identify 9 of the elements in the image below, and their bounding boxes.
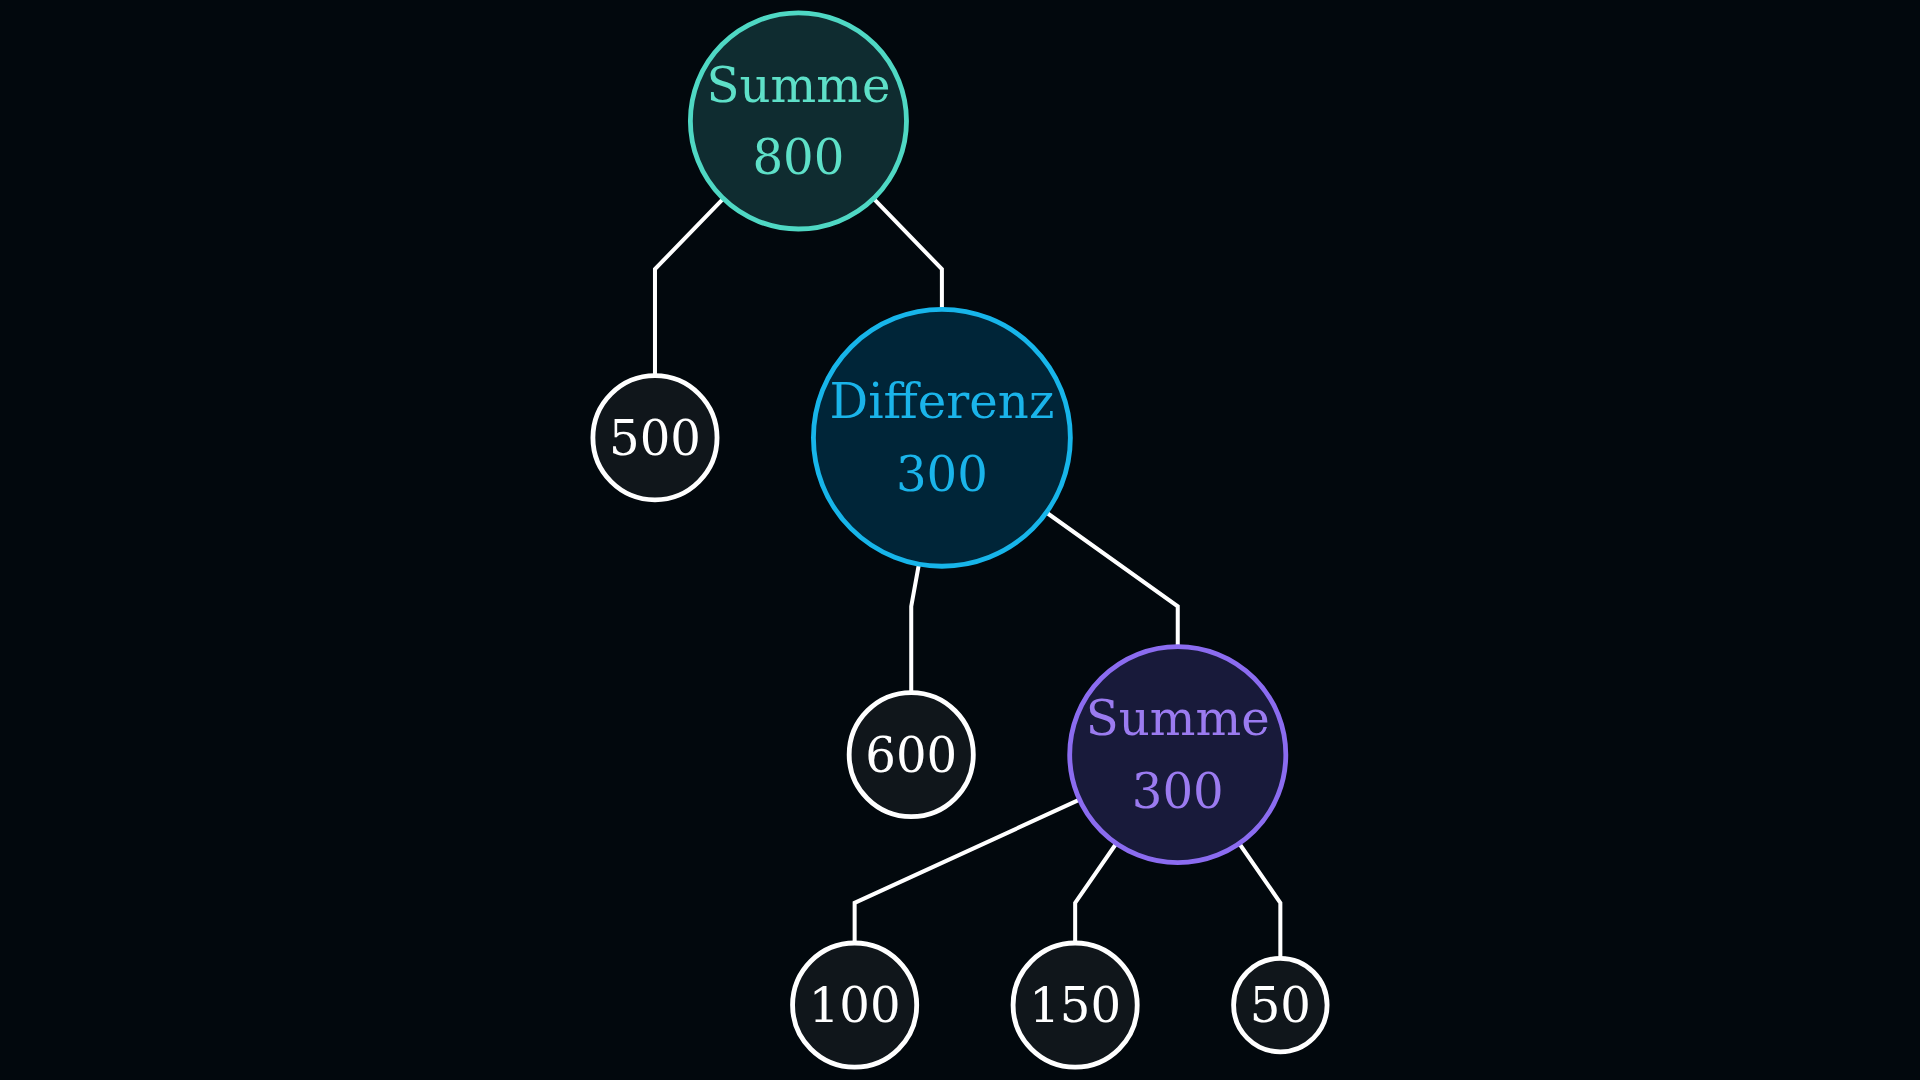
node-circle: Differenz 300: [811, 306, 1073, 569]
node-circle: Summe 300: [1067, 644, 1289, 866]
node-circle: 500: [590, 373, 720, 503]
node-circle: 150: [1010, 940, 1140, 1070]
node-circle: 100: [790, 940, 920, 1070]
node-circle: Summe 800: [687, 10, 909, 232]
connector: [1073, 842, 1118, 943]
node-circle: 600: [846, 690, 976, 820]
node-circle: 50: [1231, 955, 1330, 1055]
